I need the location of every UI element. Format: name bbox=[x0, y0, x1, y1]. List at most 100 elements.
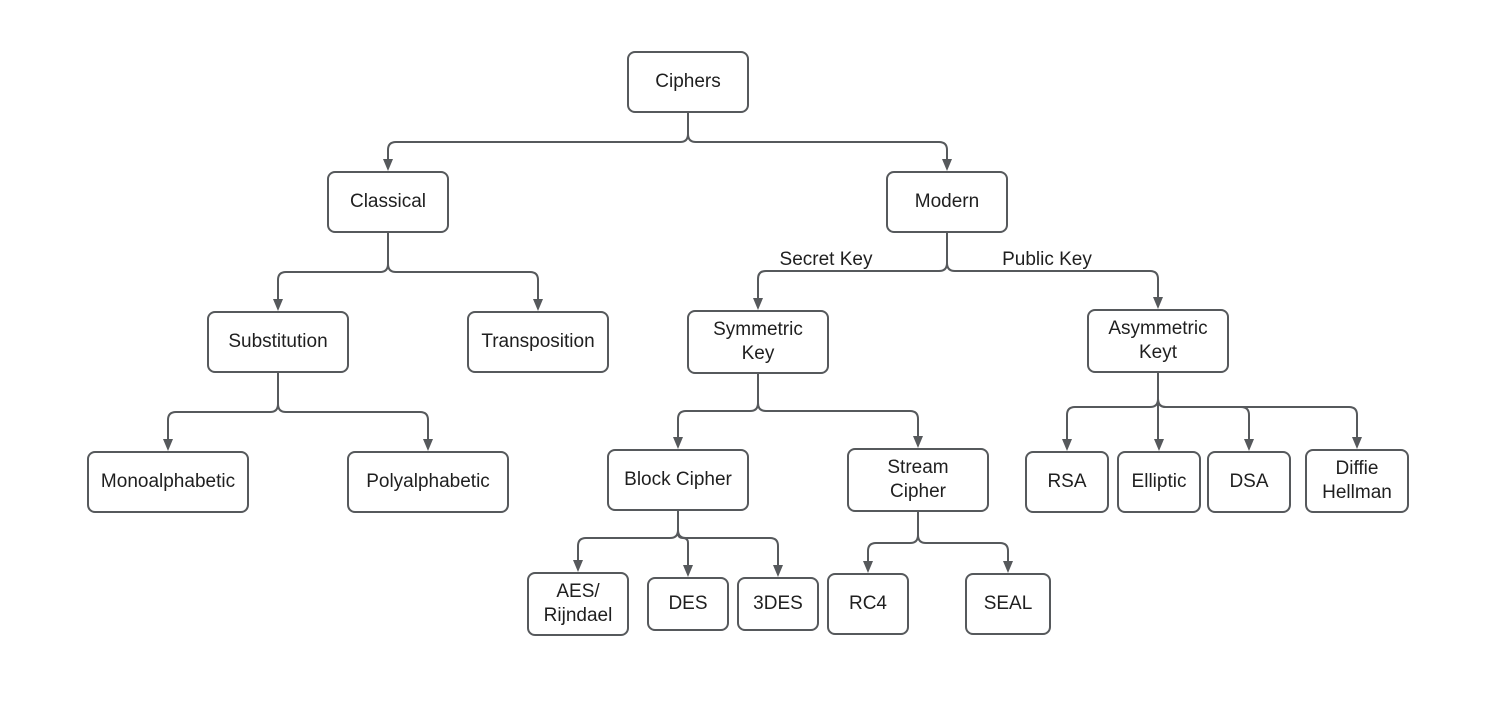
node-box-substitution[interactable] bbox=[207, 311, 349, 373]
node-label-ciphers: Ciphers bbox=[655, 71, 720, 92]
e-asym-dsa bbox=[1157, 371, 1250, 440]
e-block-3des-arrow-icon bbox=[773, 565, 783, 577]
node-box-stream_cipher[interactable] bbox=[847, 448, 989, 512]
node-label-aes_rijndael: AES/ bbox=[556, 581, 600, 602]
node-box-ciphers[interactable] bbox=[627, 51, 749, 113]
node-aes_rijndael[interactable]: AES/Rijndael bbox=[527, 572, 629, 636]
node-box-asymmetric[interactable] bbox=[1087, 309, 1229, 373]
node-box-monoalphabetic[interactable] bbox=[87, 451, 249, 513]
node-box-polyalphabetic[interactable] bbox=[347, 451, 509, 513]
e-modern-asymmetric-arrow-icon bbox=[1153, 297, 1163, 309]
node-label-3des: 3DES bbox=[753, 593, 803, 614]
edge-group-modern bbox=[753, 231, 1163, 310]
e-sub-mono bbox=[167, 371, 279, 440]
node-box-aes_rijndael[interactable] bbox=[527, 572, 629, 636]
node-elliptic[interactable]: Elliptic bbox=[1117, 451, 1201, 513]
node-polyalphabetic[interactable]: Polyalphabetic bbox=[347, 451, 509, 513]
node-box-modern[interactable] bbox=[886, 171, 1008, 233]
e-classical-transposition-arrow-icon bbox=[533, 299, 543, 311]
node-box-des[interactable] bbox=[647, 577, 729, 631]
node-label-asymmetric: Keyt bbox=[1139, 342, 1178, 363]
node-label-symmetric: Symmetric bbox=[713, 319, 803, 340]
e-block-aes bbox=[577, 509, 679, 561]
node-label-classical: Classical bbox=[350, 191, 426, 212]
node-des[interactable]: DES bbox=[647, 577, 729, 631]
e-classical-substitution-arrow-icon bbox=[273, 299, 283, 311]
node-label-transposition: Transposition bbox=[481, 331, 594, 352]
label-secret-key: Secret Key bbox=[780, 249, 873, 270]
e-stream-seal bbox=[917, 510, 1009, 562]
e-sub-poly bbox=[277, 371, 429, 440]
node-dsa[interactable]: DSA bbox=[1207, 451, 1291, 513]
node-box-block_cipher[interactable] bbox=[607, 449, 749, 511]
node-box-rc4[interactable] bbox=[827, 573, 909, 635]
node-label-stream_cipher: Cipher bbox=[890, 481, 947, 502]
node-rsa[interactable]: RSA bbox=[1025, 451, 1109, 513]
e-sym-stream-arrow-icon bbox=[913, 436, 923, 448]
node-box-seal[interactable] bbox=[965, 573, 1051, 635]
node-ciphers[interactable]: Ciphers bbox=[627, 51, 749, 113]
node-label-seal: SEAL bbox=[984, 593, 1033, 614]
e-ciphers-modern-arrow-icon bbox=[942, 159, 952, 171]
e-block-des-arrow-icon bbox=[683, 565, 693, 577]
node-label-stream_cipher: Stream bbox=[887, 457, 948, 478]
edge-group-asymmetric bbox=[1062, 371, 1362, 451]
node-box-diffie_hellman[interactable] bbox=[1305, 449, 1409, 513]
node-box-classical[interactable] bbox=[327, 171, 449, 233]
node-label-des: DES bbox=[668, 593, 707, 614]
e-stream-seal-arrow-icon bbox=[1003, 561, 1013, 573]
e-classical-transposition bbox=[387, 231, 539, 300]
e-asym-diffie-arrow-icon bbox=[1352, 437, 1362, 449]
edge-group-symmetric bbox=[673, 372, 923, 449]
e-sym-block bbox=[677, 372, 759, 438]
node-substitution[interactable]: Substitution bbox=[207, 311, 349, 373]
node-rc4[interactable]: RC4 bbox=[827, 573, 909, 635]
node-box-transposition[interactable] bbox=[467, 311, 609, 373]
edge-group-substitution bbox=[163, 371, 433, 451]
node-transposition[interactable]: Transposition bbox=[467, 311, 609, 373]
e-classical-substitution bbox=[277, 231, 389, 300]
node-box-symmetric[interactable] bbox=[687, 310, 829, 374]
e-sub-poly-arrow-icon bbox=[423, 439, 433, 451]
node-box-rsa[interactable] bbox=[1025, 451, 1109, 513]
node-3des[interactable]: 3DES bbox=[737, 577, 819, 631]
e-asym-rsa bbox=[1066, 371, 1159, 440]
edge-group-classical bbox=[273, 231, 543, 311]
e-modern-asymmetric bbox=[946, 231, 1159, 298]
node-box-dsa[interactable] bbox=[1207, 451, 1291, 513]
e-stream-rc4-arrow-icon bbox=[863, 561, 873, 573]
edges-layer bbox=[163, 111, 1362, 577]
node-modern[interactable]: Modern bbox=[886, 171, 1008, 233]
node-label-diffie_hellman: Diffie bbox=[1336, 458, 1379, 479]
node-box-elliptic[interactable] bbox=[1117, 451, 1201, 513]
e-block-3des bbox=[677, 509, 779, 566]
e-ciphers-classical bbox=[387, 111, 689, 160]
label-public-key: Public Key bbox=[1002, 249, 1092, 270]
node-label-modern: Modern bbox=[915, 191, 979, 212]
node-block_cipher[interactable]: Block Cipher bbox=[607, 449, 749, 511]
node-box-3des[interactable] bbox=[737, 577, 819, 631]
node-label-elliptic: Elliptic bbox=[1132, 471, 1187, 492]
node-classical[interactable]: Classical bbox=[327, 171, 449, 233]
node-monoalphabetic[interactable]: Monoalphabetic bbox=[87, 451, 249, 513]
node-label-monoalphabetic: Monoalphabetic bbox=[101, 471, 235, 492]
e-asym-elliptic-arrow-icon bbox=[1154, 439, 1164, 451]
edge-group-ciphers bbox=[383, 111, 952, 171]
e-asym-dsa-arrow-icon bbox=[1244, 439, 1254, 451]
node-seal[interactable]: SEAL bbox=[965, 573, 1051, 635]
e-block-aes-arrow-icon bbox=[573, 560, 583, 572]
node-label-symmetric: Key bbox=[742, 343, 775, 364]
node-label-substitution: Substitution bbox=[228, 331, 327, 352]
e-ciphers-classical-arrow-icon bbox=[383, 159, 393, 171]
edge-group-stream_cipher bbox=[863, 510, 1013, 573]
node-label-rsa: RSA bbox=[1047, 471, 1086, 492]
edge-group-block_cipher bbox=[573, 509, 783, 577]
e-stream-rc4 bbox=[867, 510, 919, 562]
